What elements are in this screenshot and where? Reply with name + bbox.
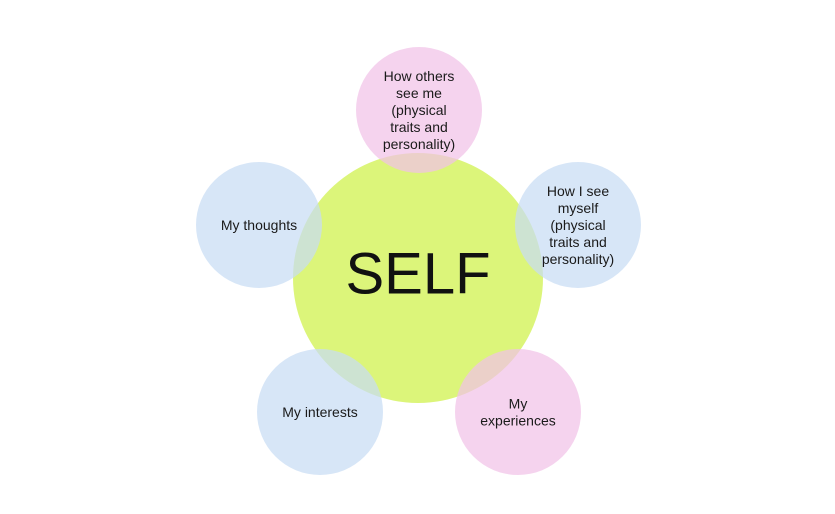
center-circle bbox=[293, 153, 543, 403]
node-label-line: see me bbox=[396, 85, 442, 101]
node-my-interests: My interests bbox=[257, 349, 383, 475]
node-my-thoughts: My thoughts bbox=[196, 162, 322, 288]
node-label-line: personality) bbox=[383, 136, 455, 152]
center-label: SELF bbox=[345, 242, 490, 307]
center-node: SELF bbox=[293, 153, 543, 403]
node-label-line: traits and bbox=[390, 119, 448, 135]
node-label-line: traits and bbox=[549, 234, 607, 250]
node-circle-my-experiences bbox=[455, 349, 581, 475]
node-circle-my-interests bbox=[257, 349, 383, 475]
node-label-line: myself bbox=[558, 200, 599, 216]
node-label-line: personality) bbox=[542, 251, 614, 267]
node-label-line: How I see bbox=[547, 183, 609, 199]
node-label-line: (physical bbox=[550, 217, 605, 233]
node-label-line: My thoughts bbox=[221, 217, 297, 233]
node-label-line: My bbox=[509, 396, 528, 412]
node-label-line: (physical bbox=[391, 102, 446, 118]
node-label-line: experiences bbox=[480, 413, 556, 429]
node-label-line: My interests bbox=[282, 404, 357, 420]
node-circle-how-i-see-myself bbox=[515, 162, 641, 288]
node-circle-how-others-see-me bbox=[356, 47, 482, 173]
node-label-line: How others bbox=[384, 68, 455, 84]
node-circle-my-thoughts bbox=[196, 162, 322, 288]
